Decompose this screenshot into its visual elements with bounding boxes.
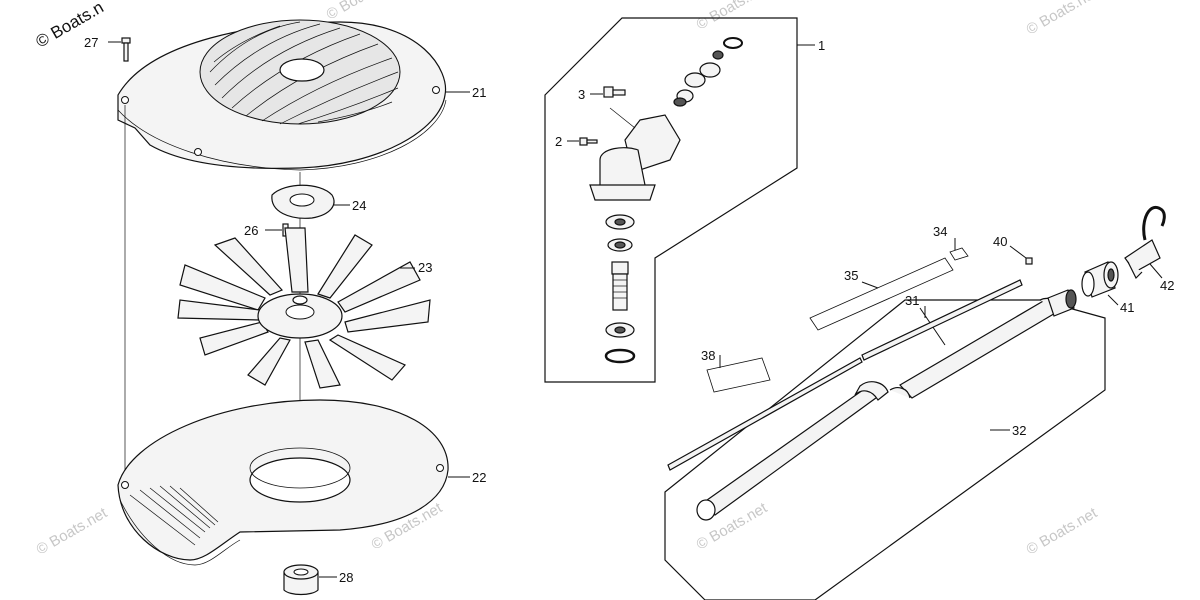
callout-23: 23 <box>418 260 432 275</box>
callout-40: 40 <box>993 234 1007 249</box>
part-28-nut: 28 <box>283 564 353 596</box>
callout-28: 28 <box>339 570 353 585</box>
callout-1: 1 <box>818 38 825 53</box>
part-41-nut: 41 <box>1081 261 1134 315</box>
watermark: © Boats.net <box>694 0 771 33</box>
part-22-lower-housing: 22 <box>117 399 486 566</box>
part-1-gear-case-group: 1 3 2 <box>544 17 825 383</box>
callout-3: 3 <box>578 87 585 102</box>
watermark: © Boats.net <box>1024 0 1101 38</box>
part-23-fan: 23 <box>177 227 432 389</box>
callout-22: 22 <box>472 470 486 485</box>
watermark: © Boats.net <box>34 504 111 558</box>
callout-32: 32 <box>1012 423 1026 438</box>
callout-27: 27 <box>84 35 98 50</box>
part-24-plate: 24 <box>271 184 366 219</box>
callout-31: 31 <box>905 293 919 308</box>
callout-2: 2 <box>555 134 562 149</box>
callout-21: 21 <box>472 85 486 100</box>
callout-34: 34 <box>933 224 947 239</box>
callout-41: 41 <box>1120 300 1134 315</box>
part-42-hook: 42 <box>1124 206 1174 293</box>
callout-26: 26 <box>244 223 258 238</box>
callout-38: 38 <box>701 348 715 363</box>
callout-42: 42 <box>1160 278 1174 293</box>
part-21-upper-cover: 21 <box>117 19 486 171</box>
watermark: © Boats.net <box>1024 504 1101 558</box>
callout-35: 35 <box>844 268 858 283</box>
watermark: © Boats.net <box>324 0 401 23</box>
part-32-shaft-group: 32 31 35 34 38 40 <box>664 224 1106 600</box>
part-27-screw: 27 <box>84 35 131 62</box>
callout-24: 24 <box>352 198 366 213</box>
part-26-screw: 26 <box>244 223 289 238</box>
